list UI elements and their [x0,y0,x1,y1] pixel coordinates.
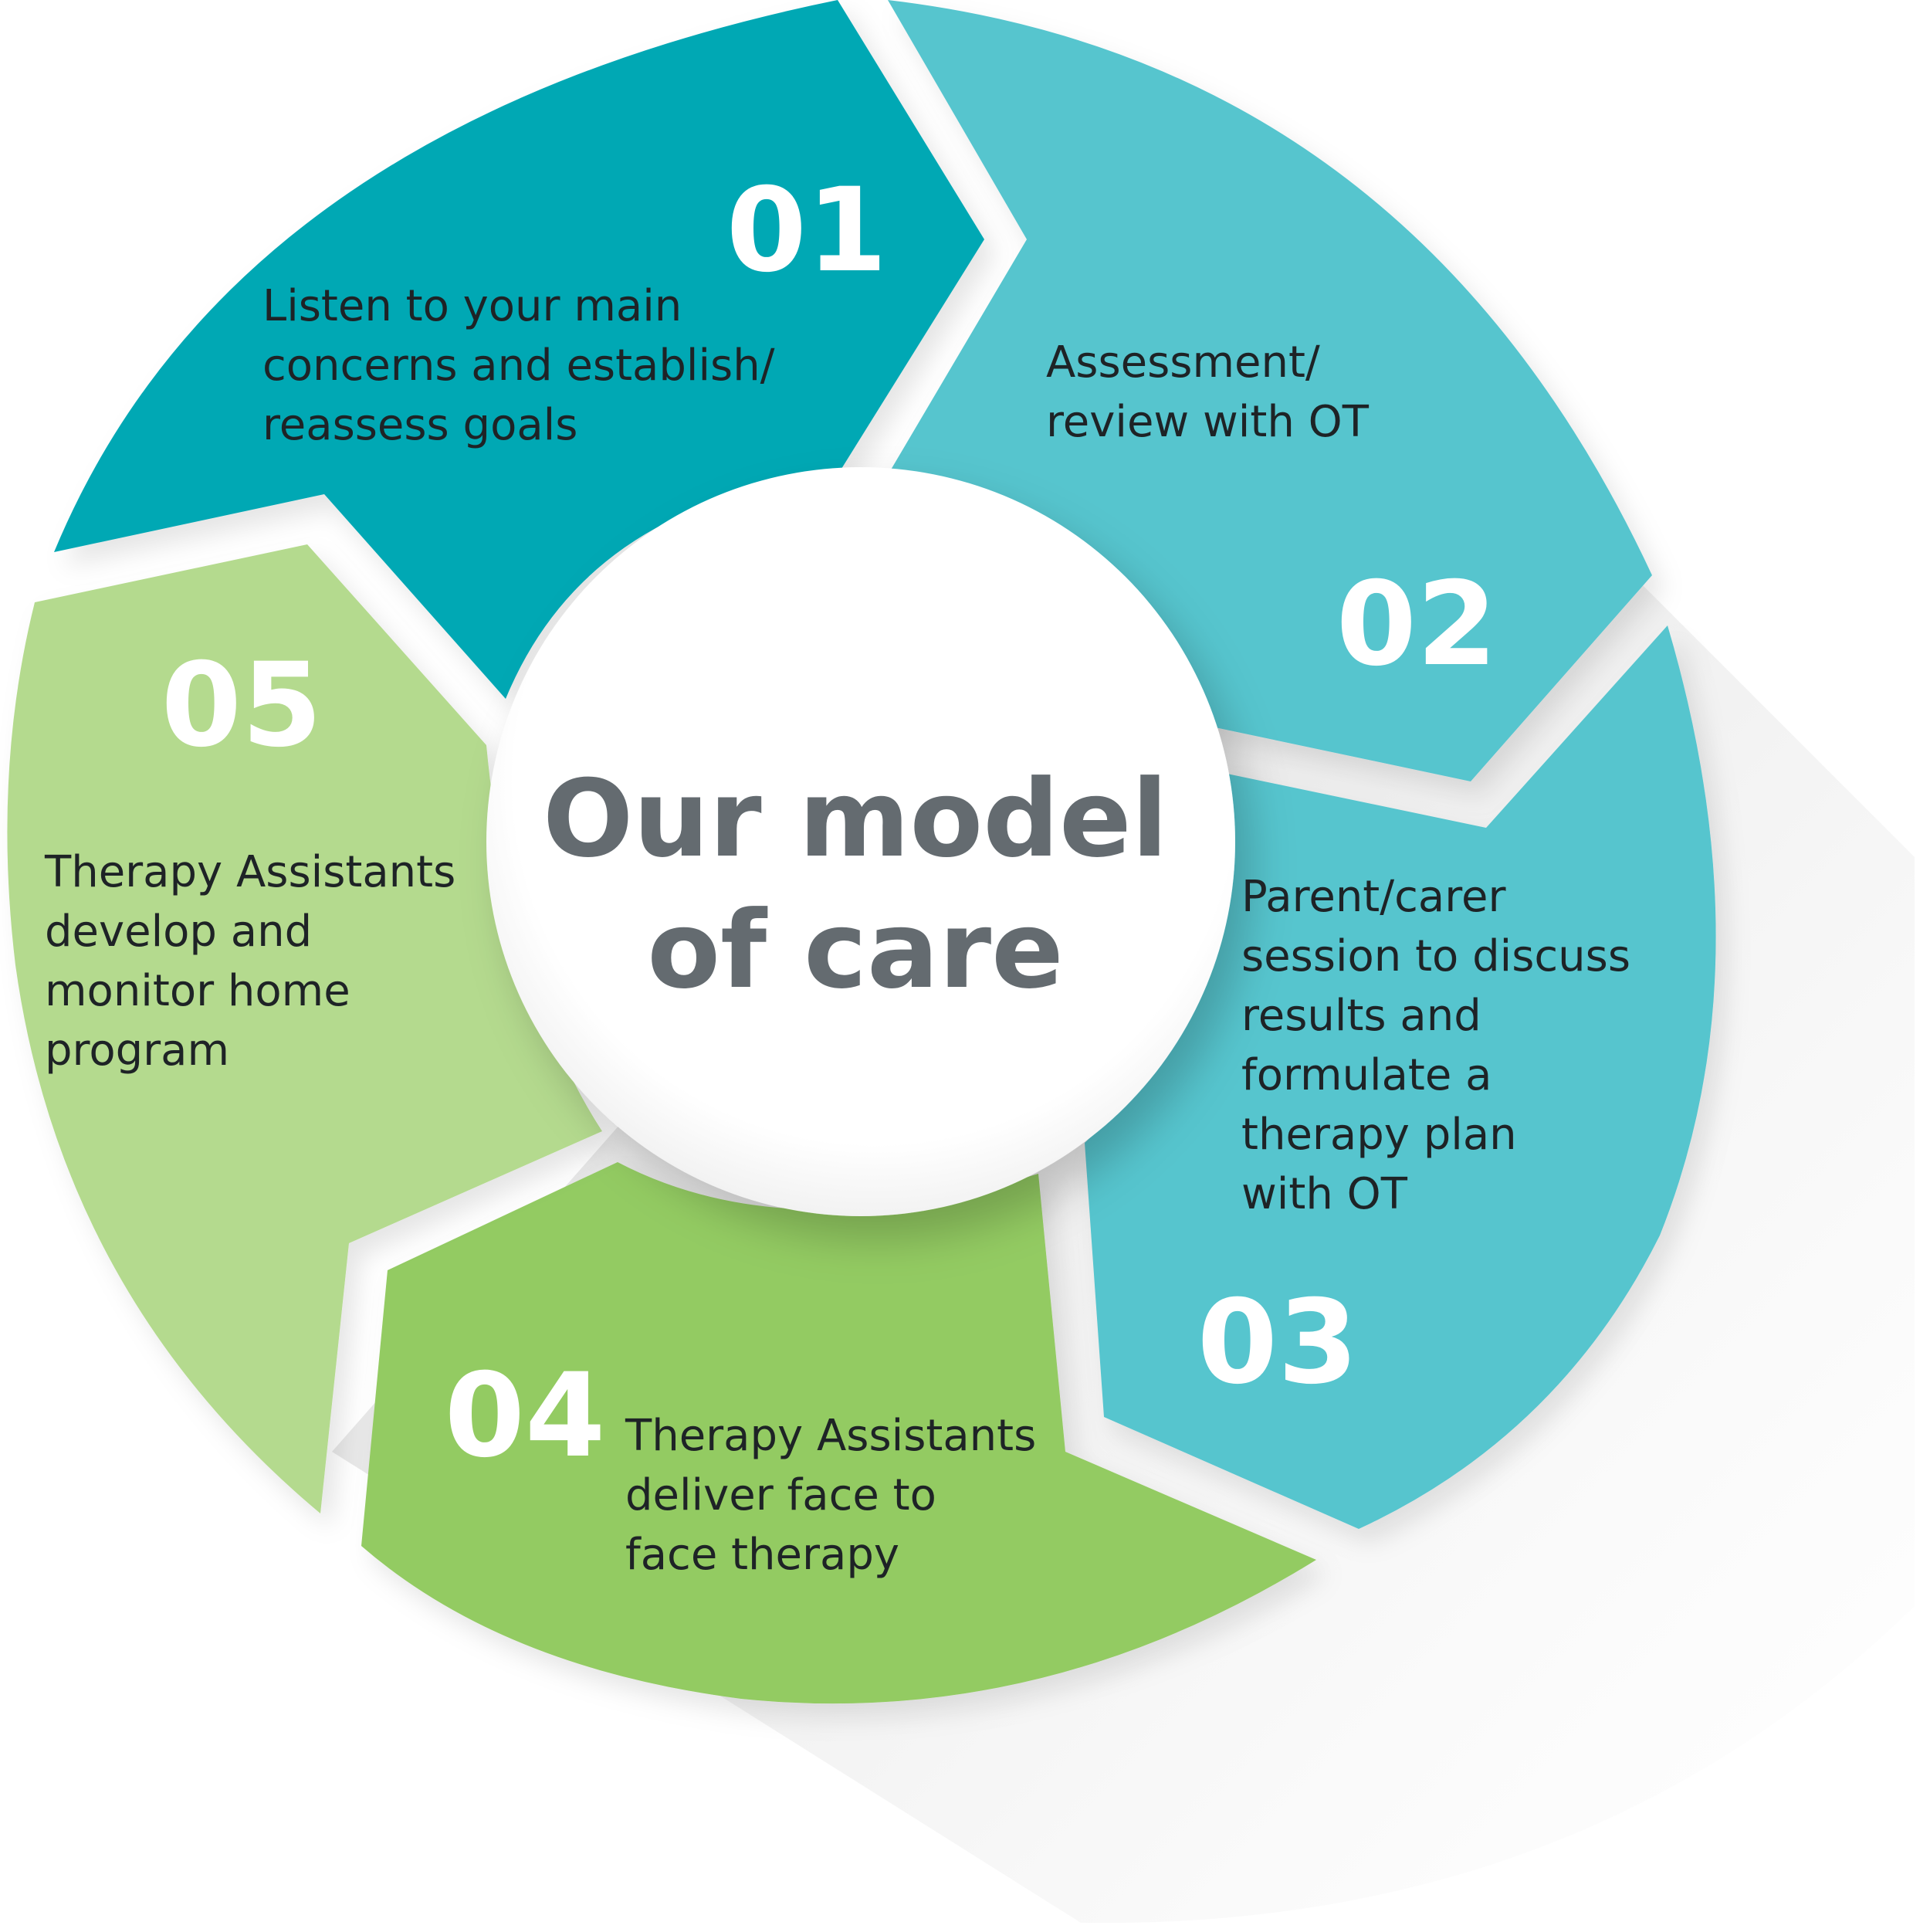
step-4-text-line: Therapy Assistants [625,1411,1036,1461]
step-4-number: 04 [445,1349,606,1483]
step-2-text-line: Assessment/ [1046,337,1320,388]
step-1-text-line: reassess goals [262,400,577,450]
step-5-text-line: monitor home [45,966,350,1016]
step-3-text-line: formulate a [1241,1050,1492,1100]
step-3-text-line: results and [1241,991,1481,1041]
step-5-number: 05 [161,639,323,773]
segment-step-4 [361,1162,1316,1704]
step-3-text-line: session to discuss [1241,931,1630,981]
segment-step-1 [54,0,984,699]
segment-step-2 [888,0,1652,781]
step-3-text-line: Parent/carer [1241,872,1506,922]
center-hub [486,467,1235,1216]
center-title-line-1: Our model [543,757,1168,881]
cycle-segments [7,0,1716,1704]
step-3-text-line: with OT [1241,1169,1408,1219]
step-1-text-line: Listen to your main [262,281,682,331]
step-3-number: 03 [1197,1276,1359,1410]
center-title-line-2: of care [647,888,1063,1012]
step-2-number: 02 [1336,558,1498,692]
step-5-text-line: Therapy Assistants [44,847,455,897]
step-1-number: 01 [726,164,888,298]
step-5-text-line: develop and [45,907,312,957]
step-4-text-line: face therapy [625,1530,899,1580]
segment-step-3 [1085,625,1716,1529]
step-3-text-line: therapy plan [1241,1110,1517,1160]
step-4-text-line: deliver face to [625,1470,936,1520]
step-2-text-line: review with OT [1046,397,1370,447]
segment-step-5 [7,544,603,1513]
step-1-text-line: concerns and establish/ [262,341,775,391]
step-5-text-line: program [45,1025,229,1076]
